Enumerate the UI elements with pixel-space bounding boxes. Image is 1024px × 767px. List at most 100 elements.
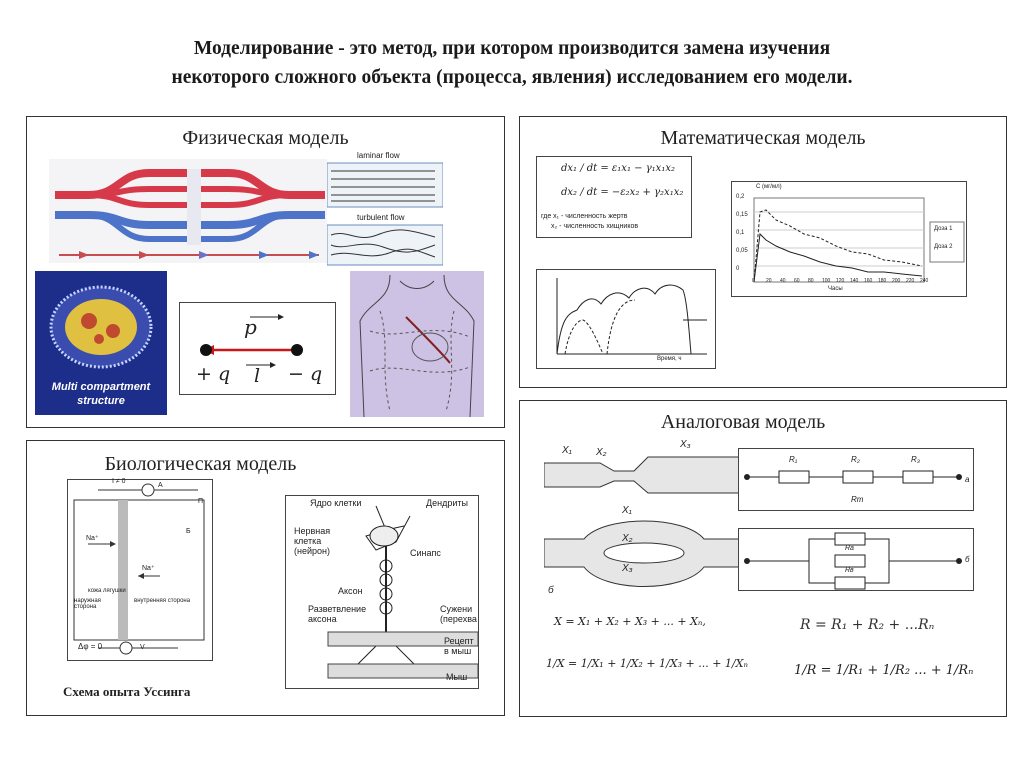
ussing-outer-label: наружная сторона <box>74 598 101 610</box>
series-r3-label: R₃ <box>911 455 920 464</box>
graph-legend-2: Доза 2 <box>934 244 953 250</box>
ussing-na-label-2: Na⁺ <box>142 565 155 572</box>
pipe-series-diagram: X₁ X₂ X₃ <box>544 439 750 497</box>
formula-parallel-r: 1/R = 1/R₁ + 1/R₂ ... + 1/Rₙ <box>794 663 974 678</box>
bio-model-title: Биологическая модель <box>104 453 297 475</box>
physical-model-panel: Физическая модель laminar flow turbulent… <box>26 116 505 428</box>
neuron-cell-label-2: клетка <box>294 536 322 546</box>
graph-xtick: 140 <box>850 278 859 284</box>
neuron-branch-label-1: Разветвление <box>308 604 367 614</box>
lotka-volterra-equations: dx₁ / dt = ε₁x₁ − γ₁x₁x₂ dx₂ / dt = −ε₂x… <box>536 156 692 238</box>
concentration-graph: C (мг/мл) Часы Доза 1 Доза 2 0,2 0,15 0,1 0… <box>731 181 967 297</box>
series-r1-label: R₁ <box>789 455 798 464</box>
graph-xtick: 220 <box>906 278 915 284</box>
page-heading: Моделирование - это метод, при котором п… <box>40 34 984 92</box>
neuron-cell-label-1: Нервная <box>294 526 331 536</box>
ussing-current-label: I ≠ 0 <box>112 478 126 485</box>
graph-xtick: 120 <box>836 278 845 284</box>
math-model-panel: Математическая модель dx₁ / dt = ε₁x₁ − … <box>519 116 1007 388</box>
physical-model-title: Физическая модель <box>182 127 349 149</box>
time-axis-label: Время, ч <box>657 356 682 362</box>
pipe-x3-label: X₃ <box>680 439 691 450</box>
graph-x-label: Часы <box>828 286 843 292</box>
laminar-flow-label: laminar flow <box>357 151 400 160</box>
resistor-series-circuit: R₁ R₂ R₃ Rт а <box>738 448 974 511</box>
resistor-parallel-circuit: Rа Rв б <box>738 528 974 591</box>
graph-xtick: 0 <box>752 278 755 284</box>
parallel-letter-b: б <box>965 555 970 564</box>
graph-xtick: 20 <box>766 278 772 284</box>
parallel-ra-label: Rа <box>845 545 854 552</box>
vessel-network-image <box>49 159 331 263</box>
graph-xtick: 40 <box>780 278 786 284</box>
graph-xtick: 240 <box>920 278 929 284</box>
pipe-x2-label: X₂ <box>596 447 607 458</box>
graph-y-label: C (мг/мл) <box>756 184 782 190</box>
equation-legend-2: x₂ - численность хищников <box>551 223 639 230</box>
pipe-x2b-label: X₂ <box>622 533 633 544</box>
formula-parallel-x: 1/X = 1/X₁ + 1/X₂ + 1/X₃ + ... + 1/Xₙ <box>546 657 748 670</box>
neuron-synapse-label: Синапс <box>410 548 441 558</box>
ussing-skin-label: кожа лягушки <box>88 588 126 594</box>
graph-xtick: 160 <box>864 278 873 284</box>
pipe-letter-b: б <box>548 585 554 596</box>
multi-compartment-image: Multi compartment structure <box>35 271 167 415</box>
graph-legend-1: Доза 1 <box>934 226 953 232</box>
torso-electric-field-image <box>350 271 484 417</box>
graph-ytick: 0 <box>736 266 740 272</box>
neuron-nucleus-label: Ядро клетки <box>310 498 362 508</box>
ussing-v-label: V <box>140 644 145 651</box>
ussing-caption: Схема опыта Уссинга <box>63 684 191 699</box>
dipole-diagram: p + q l − q <box>179 302 336 395</box>
graph-xtick: 180 <box>878 278 887 284</box>
graph-ytick: 0,2 <box>736 194 745 200</box>
pipe-x1b-label: X₁ <box>622 505 632 516</box>
graph-xtick: 80 <box>808 278 814 284</box>
heading-line-2: некоторого сложного объекта (процесса, я… <box>171 67 853 88</box>
graph-xtick: 100 <box>822 278 831 284</box>
dipole-minus-q-label: − q <box>288 363 323 385</box>
neuron-dendrites-label: Дендриты <box>426 498 468 508</box>
compartment-label-1: Multi compartment <box>51 381 151 393</box>
equation-1: dx₁ / dt = ε₁x₁ − γ₁x₁x₂ <box>561 163 675 174</box>
heading-line-1: Моделирование - это метод, при котором п… <box>193 38 831 59</box>
math-model-title: Математическая модель <box>660 127 866 149</box>
pulse-graph: Время, ч <box>536 269 716 369</box>
analog-model-panel: Аналоговая модель X₁ X₂ X₃ X₁ X₂ X₃ б R₁… <box>519 400 1007 717</box>
graph-ytick: 0,05 <box>736 248 748 254</box>
neuron-diagram: Ядро клетки Дендриты Нервная клетка (ней… <box>285 495 479 689</box>
formula-series-r: R = R₁ + R₂ + ...Rₙ <box>800 617 935 633</box>
ussing-dphi-label: Δφ = 0 <box>78 642 103 651</box>
ussing-experiment-diagram: I ≠ 0 A П Б Na⁺ Na⁺ кожа лягушки наружна… <box>67 478 213 661</box>
ussing-na-label-1: Na⁺ <box>86 535 99 542</box>
dipole-p-label: p <box>244 315 257 339</box>
bio-model-panel: Биологическая модель I ≠ 0 A П Б Na⁺ Na⁺… <box>26 440 505 716</box>
equation-2: dx₂ / dt = −ε₂x₂ + γ₂x₁x₂ <box>561 187 684 198</box>
pipe-x3b-label: X₃ <box>622 563 633 574</box>
series-r2-label: R₂ <box>851 455 860 464</box>
graph-xtick: 60 <box>794 278 800 284</box>
flow-diagram-image: laminar flow turbulent flow <box>327 151 443 267</box>
neuron-cell-label-3: (нейрон) <box>294 546 330 556</box>
dipole-l-label: l <box>254 365 261 387</box>
neuron-narrowing-label-2: (перехва <box>440 614 477 624</box>
turbulent-flow-label: turbulent flow <box>357 213 405 222</box>
series-rt-label: Rт <box>851 495 864 504</box>
graph-ytick: 0,1 <box>736 230 745 236</box>
neuron-muscle-label: Мыш <box>446 672 468 682</box>
analog-model-title: Аналоговая модель <box>660 411 826 433</box>
neuron-receptor-label-2: в мыш <box>444 646 472 656</box>
ussing-p-label: П <box>198 498 204 505</box>
ussing-b-label: Б <box>186 528 191 535</box>
graph-ytick: 0,15 <box>736 212 748 218</box>
formula-series-x: X = X₁ + X₂ + X₃ + ... + Xₙ, <box>554 615 706 628</box>
pipe-x1-label: X₁ <box>562 445 572 456</box>
graph-xtick: 200 <box>892 278 901 284</box>
neuron-axon-label: Аксон <box>338 586 363 596</box>
equation-legend-1: где x₁ - численность жертв <box>541 213 628 220</box>
neuron-receptor-label-1: Рецепт <box>444 636 474 646</box>
parallel-rb-label: Rв <box>845 567 854 574</box>
dipole-plus-q-label: + q <box>196 363 231 385</box>
series-letter-a: а <box>965 475 970 484</box>
neuron-branch-label-2: аксона <box>308 614 337 624</box>
